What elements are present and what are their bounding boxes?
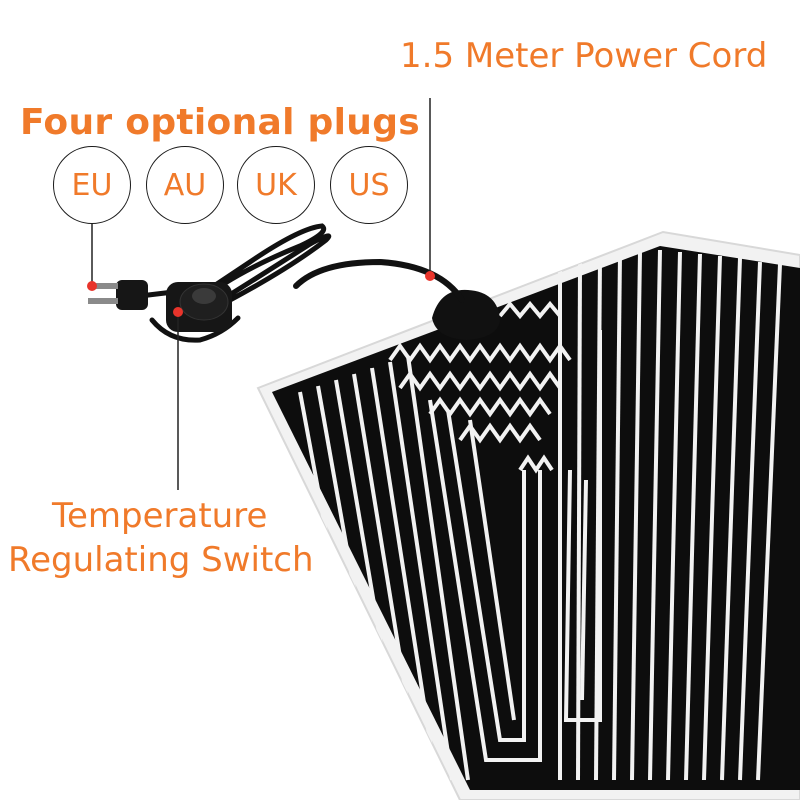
plug-option-uk: UK: [237, 146, 315, 224]
plug-option-au: AU: [146, 146, 224, 224]
heating-element: [272, 246, 800, 790]
plug-option-eu: EU: [53, 146, 131, 224]
power-cord-label: 1.5 Meter Power Cord: [400, 36, 768, 76]
switch-label-line1: Temperature: [52, 496, 268, 536]
plug-head: [88, 280, 148, 310]
plug-option-us: US: [330, 146, 408, 224]
temperature-switch-body: [166, 282, 232, 332]
switch-label-line2: Regulating Switch: [8, 540, 314, 580]
callout-dots: [87, 271, 435, 317]
power-cord: [137, 223, 465, 343]
callout-lines: [91, 98, 431, 490]
cord-connector: [432, 289, 500, 340]
plugs-title: Four optional plugs: [20, 102, 420, 143]
